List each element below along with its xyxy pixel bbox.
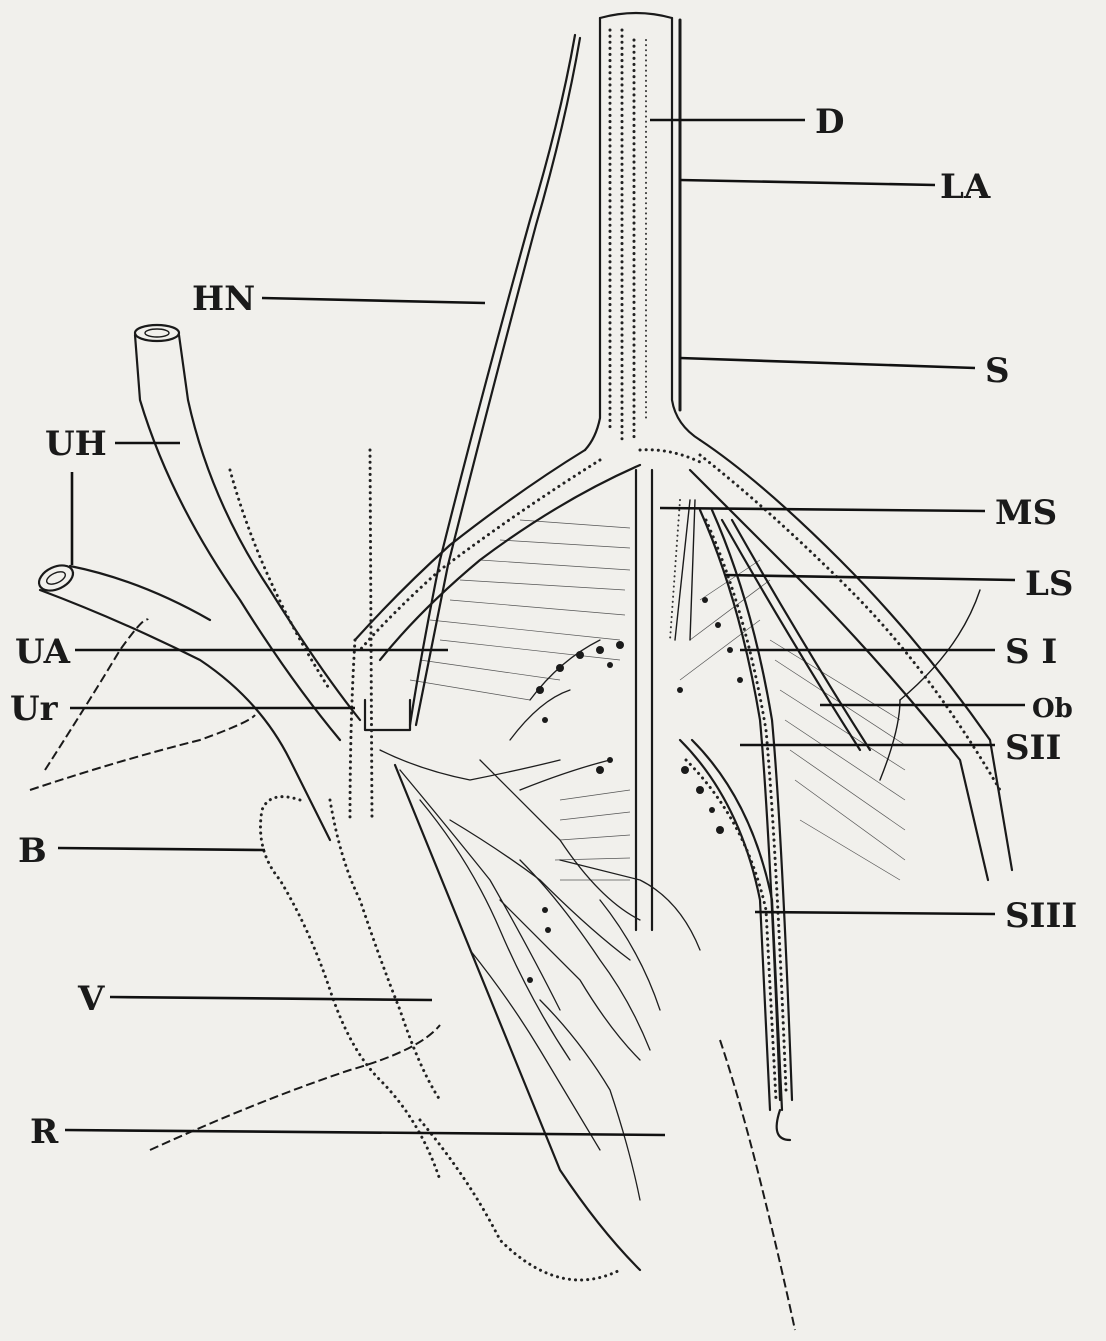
label-SI: S I xyxy=(1005,632,1057,672)
label-LA: LA xyxy=(940,167,991,207)
iliac-branch xyxy=(640,440,1012,880)
sacral-nerves xyxy=(680,510,870,1140)
label-Ob: Ob xyxy=(1032,694,1073,724)
label-UH: UH xyxy=(45,424,107,464)
label-SIII: SIII xyxy=(1005,896,1077,936)
label-S: S xyxy=(985,351,1010,391)
umbilical-vessel-tube xyxy=(35,325,360,840)
label-R: R xyxy=(30,1112,59,1152)
muscle-hatching xyxy=(410,520,905,880)
label-MS: MS xyxy=(995,493,1057,533)
label-SII: SII xyxy=(1005,728,1061,768)
left-iliac-branch xyxy=(355,450,640,660)
label-B: B xyxy=(18,831,47,871)
label-D: D xyxy=(815,102,844,142)
labels: D LA HN S UH MS LS UA S I Ur Ob SII B SI… xyxy=(10,102,1077,1152)
label-HN: HN xyxy=(192,279,255,319)
label-Ur: Ur xyxy=(10,689,59,729)
label-V: V xyxy=(77,979,105,1019)
leader-lines xyxy=(58,120,1025,1135)
label-LS: LS xyxy=(1025,564,1073,604)
median-sacral-vessel xyxy=(636,470,695,930)
descending-aorta xyxy=(585,13,700,450)
ureter-chain xyxy=(30,619,795,1330)
bladder-vagina-outline xyxy=(230,450,620,1280)
hypogastric-nerve xyxy=(365,35,580,730)
label-UA: UA xyxy=(15,632,71,672)
